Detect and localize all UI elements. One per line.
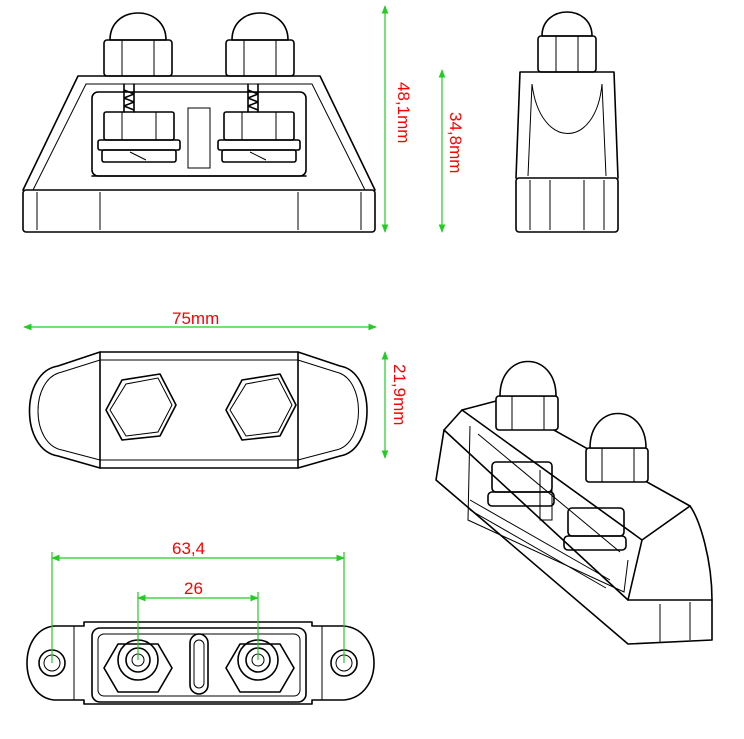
dim-label-height-body: 34,8mm	[446, 112, 465, 173]
isometric-view	[435, 360, 713, 645]
dim-label-length: 75mm	[172, 309, 219, 328]
dimensions: 48,1mm 34,8mm 75mm 21,9mm 63,4 26	[23, 5, 465, 663]
bottom-view	[26, 621, 375, 705]
dim-label-height-total: 48,1mm	[394, 82, 413, 143]
dim-label-stud-spacing: 26	[184, 579, 203, 598]
top-view	[28, 351, 368, 469]
front-view	[22, 12, 376, 233]
dim-label-hole-spacing: 63,4	[172, 539, 205, 558]
side-view	[515, 11, 619, 233]
dim-label-width: 21,9mm	[390, 364, 409, 425]
